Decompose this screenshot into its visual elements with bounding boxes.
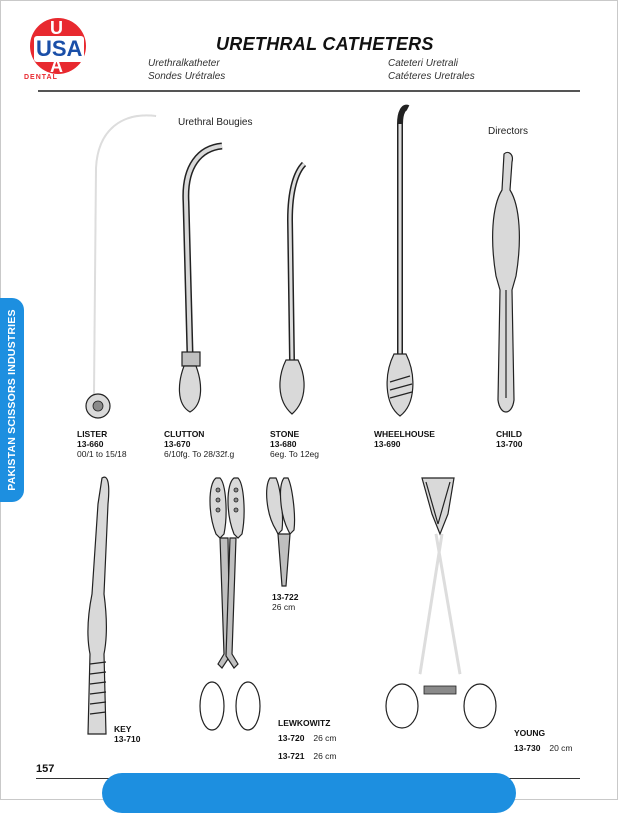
key-name: KEY (114, 724, 132, 734)
lewkowitz-forceps-image (199, 477, 261, 731)
header-divider (38, 90, 580, 92)
detail-label: 13-722 26 cm (272, 592, 298, 612)
young-spec: 20 cm (549, 743, 573, 753)
child-name: CHILD (496, 429, 522, 439)
clutton-label: CLUTTON 13-670 6/10fg. To 28/32f.g (164, 429, 234, 459)
wheelhouse-bougie-image (386, 104, 414, 417)
lister-spec: 00/1 to 15/18 (77, 449, 127, 459)
lewkowitz-name: LEWKOWITZ (278, 718, 331, 728)
clutton-name: CLUTTON (164, 429, 205, 439)
clutton-bougie-image (178, 142, 223, 413)
stone-name: STONE (270, 429, 300, 439)
logo-ring-text: DENTAL (24, 74, 58, 81)
usa-dental-logo: U USA A DENTAL (22, 12, 110, 90)
child-director-image (492, 151, 520, 413)
key-label: KEY 13-710 (114, 724, 140, 744)
caption-urethral-bougies: Urethral Bougies (178, 117, 253, 128)
detail-spec: 26 cm (272, 602, 296, 612)
child-label: CHILD 13-700 (496, 429, 522, 449)
stone-code: 13-680 (270, 439, 297, 449)
lewkowitz-label: LEWKOWITZ 13-720 26 cm 13-721 26 cm (278, 718, 337, 764)
subtitle-german: Urethralkatheter (148, 58, 220, 69)
logo-usa: USA (34, 36, 85, 62)
subtitle-french: Sondes Urétrales (148, 71, 226, 82)
side-tab-text: PAKISTAN SCISSORS INDUSTRIES (6, 309, 18, 491)
lewkowitz-code-2: 13-721 (278, 751, 305, 761)
subtitle-spanish: Catéteres Uretrales (388, 71, 475, 82)
clutton-code: 13-670 (164, 439, 191, 449)
lister-code: 13-660 (77, 439, 104, 449)
detail-jaw-image (266, 477, 296, 587)
wheelhouse-label: WHEELHOUSE 13-690 (374, 429, 435, 449)
lister-bougie-image (85, 114, 157, 419)
stone-label: STONE 13-680 6eg. To 12eg (270, 429, 319, 459)
key-director-image (87, 476, 110, 735)
wheelhouse-code: 13-690 (374, 439, 401, 449)
wheelhouse-name: WHEELHOUSE (374, 429, 435, 439)
lister-label: LISTER 13-660 00/1 to 15/18 (77, 429, 127, 459)
logo-letter-bottom: A (50, 56, 63, 76)
stone-bougie-image (279, 161, 307, 415)
stone-spec: 6eg. To 12eg (270, 449, 319, 459)
detail-code: 13-722 (272, 592, 299, 602)
footer-bar (102, 773, 516, 813)
lewkowitz-code-1: 13-720 (278, 733, 305, 743)
page-title: URETHRAL CATHETERS (216, 34, 434, 54)
subtitle-italian: Cateteri Uretrali (388, 58, 459, 69)
lewkowitz-spec-1: 26 cm (313, 733, 337, 743)
caption-directors: Directors (488, 126, 529, 137)
young-code: 13-730 (514, 743, 541, 753)
logo-letter-top: U (50, 18, 63, 38)
young-name: YOUNG (514, 728, 546, 738)
lewkowitz-spec-2: 26 cm (313, 751, 337, 761)
child-code: 13-700 (496, 439, 523, 449)
page-number: 157 (36, 763, 55, 775)
key-code: 13-710 (114, 734, 141, 744)
lister-name: LISTER (77, 429, 108, 439)
side-tab (0, 298, 24, 502)
young-forceps-image (385, 477, 497, 729)
young-label: YOUNG 13-730 20 cm (514, 728, 573, 756)
clutton-spec: 6/10fg. To 28/32f.g (164, 449, 235, 459)
